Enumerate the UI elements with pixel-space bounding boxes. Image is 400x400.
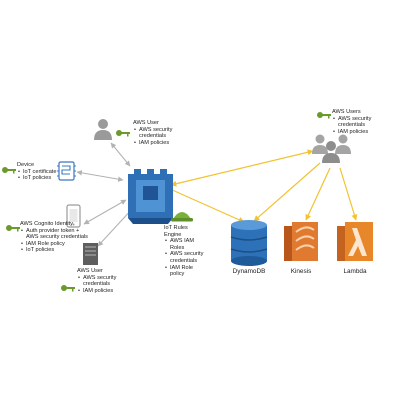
device-title: Device [17,162,35,168]
aws-users-right-label: AWS Users AWS security credentials IAM p… [332,109,386,135]
cognito-title: AWS Cognito Identity [20,221,73,227]
aws-users-right-bullet: AWS security credentials [333,116,386,129]
user-icon [94,119,112,140]
rules-engine-title: IoT Rules Engine [164,225,188,238]
dynamodb-label: DynamoDB [232,268,266,275]
kinesis-label: Kinesis [290,268,312,275]
arrow-gateway-dynamodb [169,188,245,223]
arrow-users-dynamodb [253,162,321,222]
rules-engine-label: IoT Rules Engine AWS IAM Roles AWS secur… [164,225,204,278]
aws-users-right-bullet: IAM policies [333,129,386,136]
aws-user-bottom-bullet: IAM policies [78,288,131,295]
kinesis-icon [284,222,318,261]
dynamodb-icon [230,220,268,266]
aws-users-right-title: AWS Users [332,109,361,115]
aws-user-bottom-title: AWS User [77,268,103,274]
arrow-user-top-gateway [110,142,131,167]
aws-user-top-bullet: IAM policies [134,140,189,147]
key-icon [317,112,331,119]
arrow-device-gateway [76,170,124,182]
cognito-label: AWS Cognito Identity Auth provider token… [20,221,88,254]
arrow-users-lambda [339,167,358,221]
arrow-mobile-gateway [83,199,127,225]
device-bullet: IoT certificate [18,169,57,176]
rules-engine-bullet: AWS security credentials [165,251,204,264]
aws-user-bottom-bullet: AWS security credentials [78,275,131,288]
rules-engine-bullet: AWS IAM Roles [165,238,204,251]
hard-hat-icon [171,212,193,222]
key-icon [61,285,75,292]
chip-icon [57,161,76,181]
key-icon [2,167,16,174]
rules-engine-bullet: IAM Role policy [165,265,200,278]
key-icon [6,225,20,232]
yellow-connectors [169,149,358,223]
arrow-gateway-users [170,149,314,187]
arrow-user-bottom-gateway [97,207,134,247]
device-bullet: IoT policies [18,175,56,182]
aws-user-top-label: AWS User AWS security credentials IAM po… [133,120,189,146]
iot-gateway-icon [128,169,173,224]
gray-connectors [76,142,134,247]
cognito-bullet: IoT policies [21,247,88,254]
key-icon [116,130,130,137]
cognito-bullet: Auth provider token + AWS security crede… [21,228,88,241]
aws-user-bottom-label: AWS User AWS security credentials IAM po… [77,268,131,294]
cognito-bullet: IAM Role policy [21,241,88,248]
lambda-icon [337,222,373,261]
aws-user-top-title: AWS User [133,120,159,126]
lambda-label: Lambda [343,268,367,275]
users-group-icon [312,134,351,163]
aws-user-top-bullet: AWS security credentials [134,127,189,140]
device-label: Device IoT certificate IoT policies [17,162,56,182]
arrow-users-kinesis [305,167,331,221]
